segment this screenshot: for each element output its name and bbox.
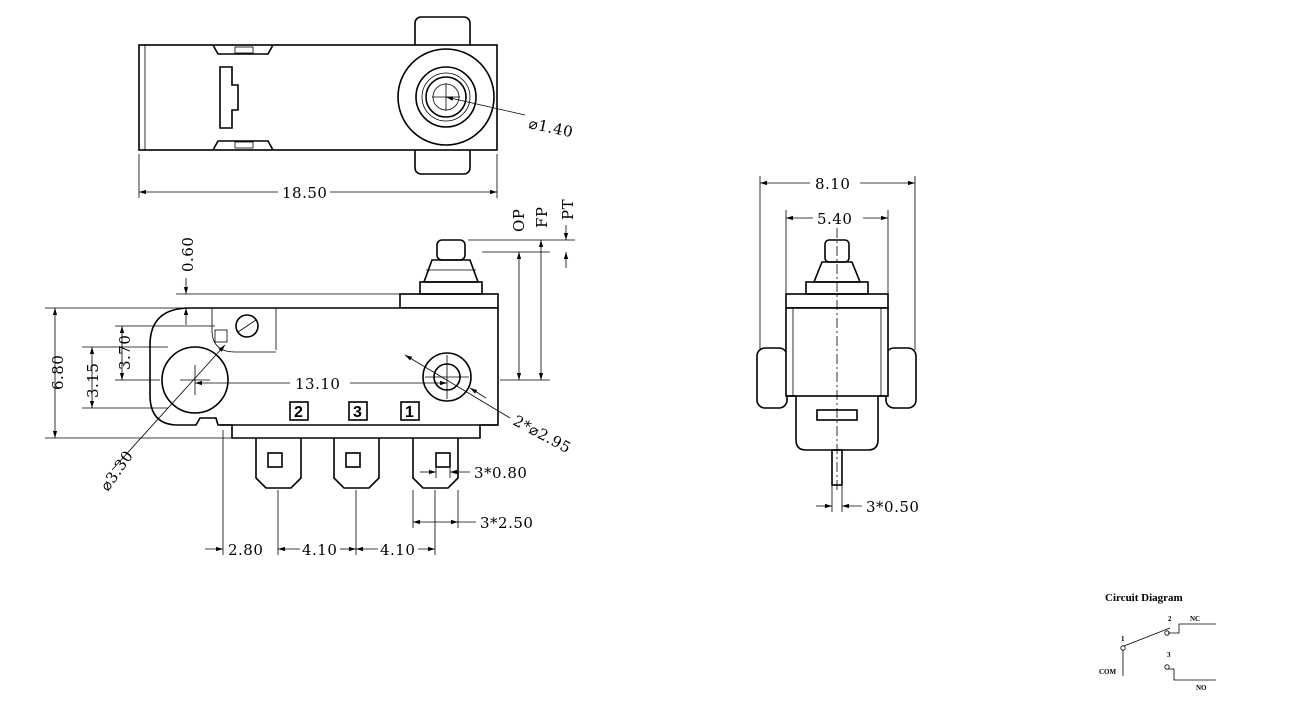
dim-410-a: 4.10 [302, 541, 337, 559]
side-view: 8.10 5.40 3*0.50 [756, 175, 919, 516]
terminal-label-3: 3 [353, 404, 362, 421]
pivot-boss-outer [397, 48, 495, 146]
dim-410-b: 4.10 [380, 541, 415, 559]
terminals [255, 438, 459, 489]
dim-actuator-dia: ⌀1.40 [527, 114, 575, 141]
dim-050: 3*0.50 [866, 498, 919, 516]
circuit-no-label: NO [1196, 684, 1207, 692]
dim-060: 0.60 [179, 237, 197, 272]
dim-370: 3.70 [116, 335, 134, 370]
dim-fp: FP [533, 206, 551, 228]
dim-term-len: 3*2.50 [480, 514, 533, 532]
mount-hole-right [422, 352, 472, 402]
dim-280: 2.80 [228, 541, 263, 559]
dim-330: ⌀3.30 [97, 447, 138, 494]
dim-1310: 13.10 [295, 375, 340, 393]
circuit-pin-1: 1 [1121, 635, 1125, 643]
dim-540: 5.40 [817, 210, 852, 228]
top-view: ⌀1.40 18.50 [138, 16, 575, 202]
mount-hole-large [161, 346, 229, 414]
terminal-label-2: 2 [294, 404, 303, 421]
dim-810: 8.10 [815, 175, 850, 193]
plunger [436, 239, 466, 261]
dim-term-width: 3*0.80 [474, 464, 527, 482]
circuit-diagram: Circuit Diagram 2 NC 1 3 COM NO [1099, 592, 1216, 692]
circuit-title: Circuit Diagram [1105, 592, 1183, 604]
circuit-com-label: COM [1099, 668, 1117, 676]
dim-pt: PT [559, 199, 577, 220]
front-view: 2 3 1 OP FP PT 0.60 6.80 [45, 199, 577, 559]
front-body [149, 307, 499, 439]
terminal-label-1: 1 [405, 404, 414, 421]
circuit-pin-3: 3 [1167, 651, 1171, 659]
top-body [138, 44, 498, 151]
dim-680: 6.80 [49, 355, 67, 390]
dim-op: OP [510, 209, 528, 232]
circuit-nc-label: NC [1190, 615, 1200, 623]
dim-holes: 2*⌀2.95 [510, 412, 574, 457]
dim-315: 3.15 [84, 363, 102, 398]
dim-length: 18.50 [282, 184, 327, 202]
circuit-pin-2: 2 [1168, 615, 1172, 623]
